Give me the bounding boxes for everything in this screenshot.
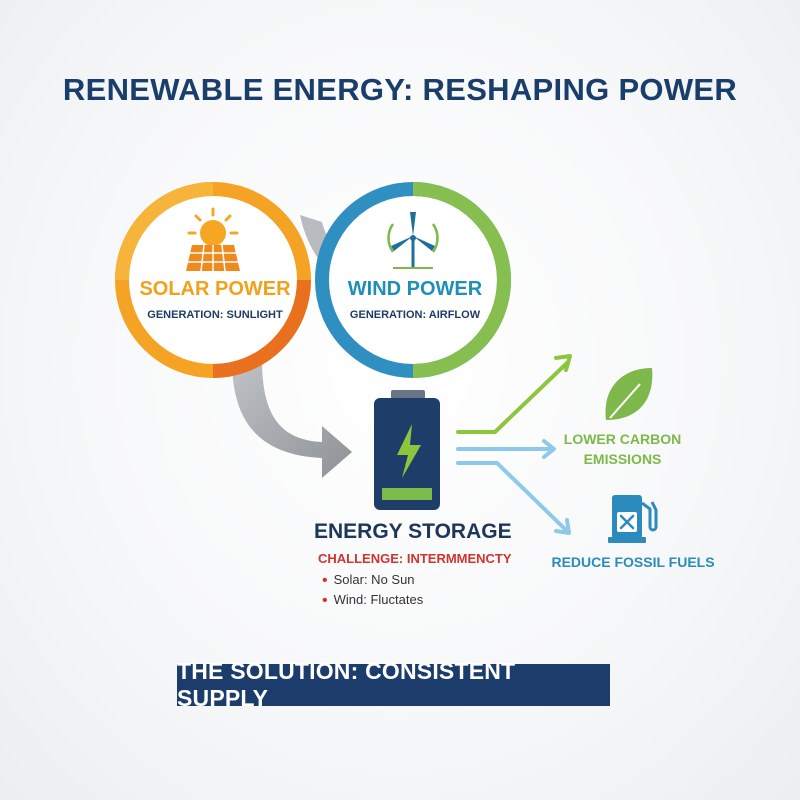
list-item: • Wind: Fluctates [322, 590, 423, 610]
lightning-icon [397, 424, 421, 478]
solar-circle [115, 182, 311, 378]
outcome-arrows [456, 354, 572, 535]
solar-panel-icon [186, 244, 240, 272]
solar-generation-label: GENERATION: SUNLIGHT [147, 309, 283, 321]
bullet-text: Wind: Fluctates [333, 592, 424, 607]
solar-to-storage-arrow [232, 360, 352, 478]
fuel-pump-icon [608, 495, 658, 543]
list-item: • Solar: No Sun [322, 570, 423, 590]
bullet-icon: • [322, 572, 328, 589]
challenge-bullets: • Solar: No Sun • Wind: Fluctates [322, 570, 423, 610]
wind-circle [315, 182, 511, 378]
bullet-text: Solar: No Sun [333, 572, 415, 587]
solution-banner: THE SOLUTION: CONSISTENT SUPPLY [177, 658, 610, 711]
lower-carbon-label: LOWER CARBON EMISSIONS [563, 431, 682, 467]
leaf-icon [605, 368, 653, 420]
wind-power-label: WIND POWER [347, 278, 483, 300]
wind-generation-label: GENERATION: AIRFLOW [349, 309, 481, 321]
reduce-fossil-label: REDUCE FOSSIL FUELS [551, 554, 715, 570]
page-title: RENEWABLE ENERGY: RESHAPING POWER [62, 72, 738, 107]
bullet-icon: • [322, 592, 328, 609]
sun-icon [187, 207, 239, 246]
challenge-label: CHALLENGE: INTERMMENCTY [318, 551, 512, 566]
energy-storage-label: ENERGY STORAGE [314, 520, 512, 543]
wind-turbine-icon [387, 212, 439, 269]
solar-power-label: SOLAR POWER [139, 278, 291, 300]
